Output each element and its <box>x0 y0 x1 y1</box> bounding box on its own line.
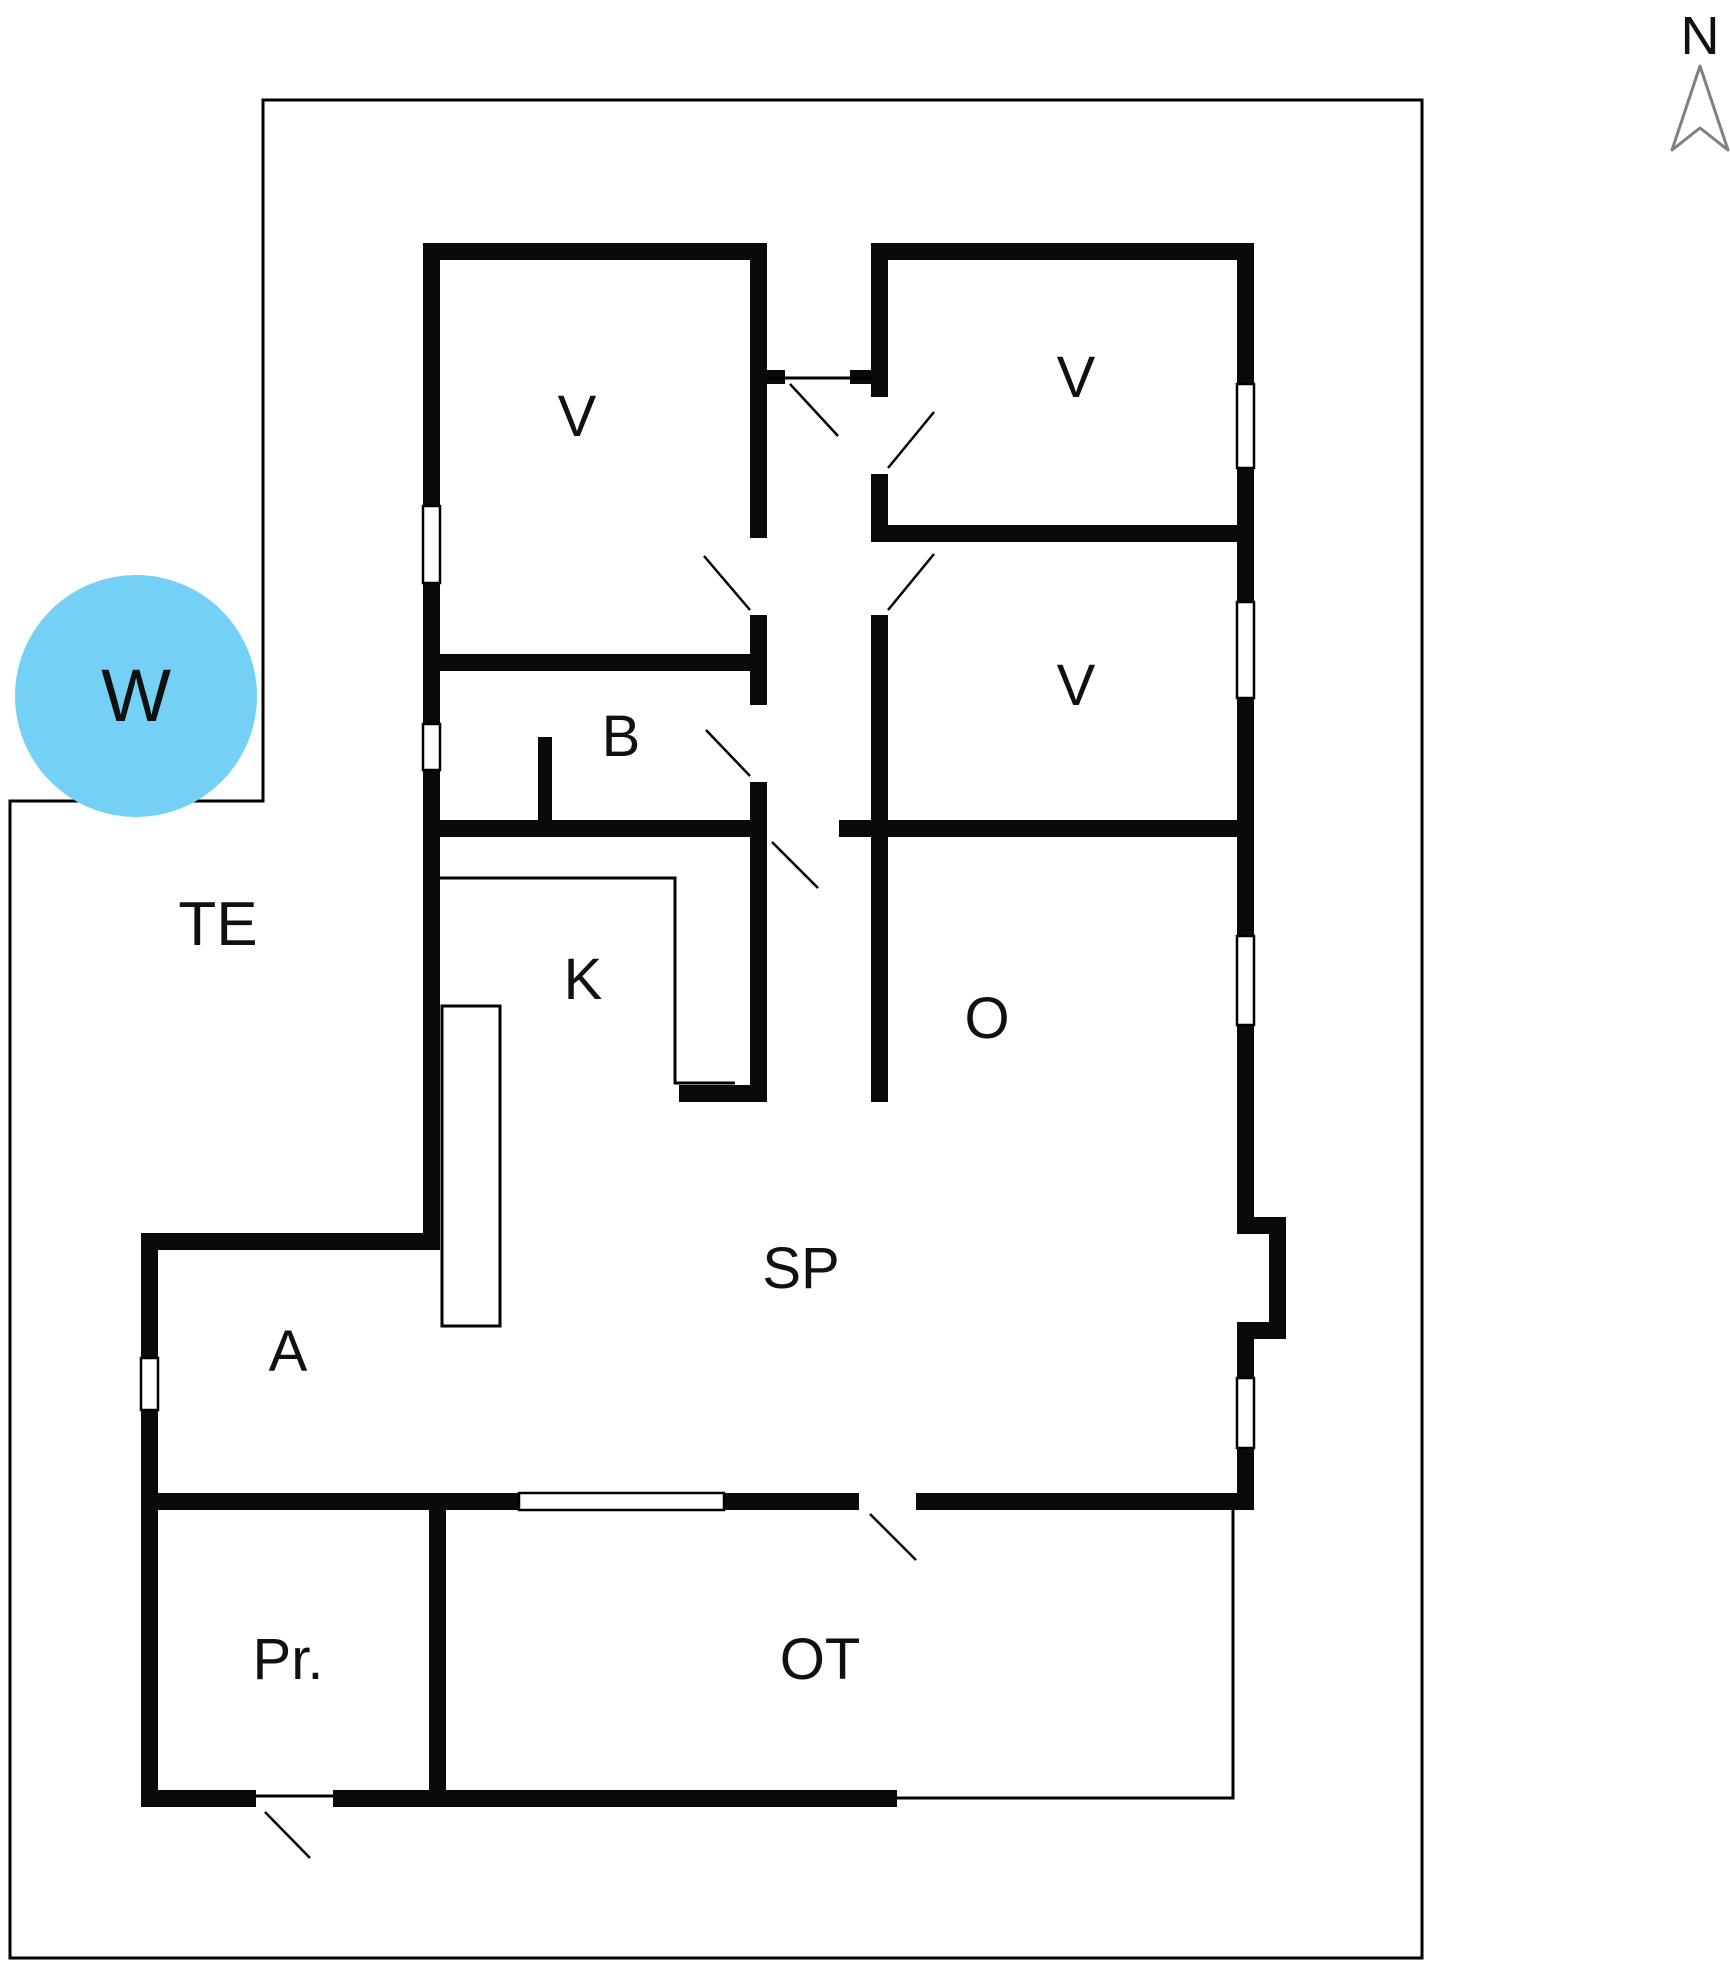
window <box>1235 934 1256 1027</box>
window <box>1235 1376 1256 1450</box>
wall <box>1237 1025 1254 1217</box>
wall <box>679 1085 767 1102</box>
north-arrow-icon <box>1670 64 1730 152</box>
wall <box>423 770 440 1250</box>
wall <box>750 243 767 538</box>
wall <box>871 525 1254 542</box>
wall <box>750 782 767 1102</box>
wall <box>724 1493 859 1510</box>
terrain-label: TE <box>178 890 258 959</box>
window <box>1235 382 1256 470</box>
wall <box>333 1790 897 1807</box>
wall <box>141 1233 158 1358</box>
wall <box>1269 1217 1286 1339</box>
wall <box>916 1493 1254 1510</box>
door-swings <box>264 383 935 1859</box>
room-label-a: A <box>268 1319 308 1384</box>
door-swing <box>887 411 935 469</box>
window <box>421 504 442 585</box>
plot-boundary <box>8 98 1424 1960</box>
room-label-k: K <box>563 947 603 1012</box>
kitchen-counter <box>440 876 735 1085</box>
wall <box>423 243 758 260</box>
wall <box>1237 1322 1286 1339</box>
stair-rect <box>440 1004 502 1328</box>
thin-lines <box>256 376 1235 1800</box>
wall <box>871 615 888 1102</box>
wall <box>871 243 1254 260</box>
window <box>139 1356 160 1412</box>
room-label-sp: SP <box>762 1236 840 1301</box>
wall <box>871 243 888 397</box>
compass-label: N <box>1680 6 1720 66</box>
wall <box>429 1493 446 1807</box>
wall <box>839 820 1254 837</box>
windows <box>139 382 1256 1512</box>
room-label-b: B <box>601 704 641 769</box>
wall <box>1237 698 1254 936</box>
window <box>421 722 442 772</box>
door-swing <box>264 1811 311 1859</box>
wall <box>1237 468 1254 602</box>
wall <box>1237 243 1254 384</box>
room-label-pr: Pr. <box>252 1627 324 1692</box>
wall <box>141 1493 519 1510</box>
door-swing <box>703 555 751 611</box>
wall <box>141 1790 256 1807</box>
wall <box>141 1410 158 1807</box>
window <box>1235 600 1256 700</box>
room-label-ot: OT <box>779 1627 861 1692</box>
door-swing <box>771 841 819 889</box>
door-swing <box>705 729 751 777</box>
wall <box>423 820 762 837</box>
room-label-v-1: V <box>557 384 597 449</box>
door-swing <box>887 553 935 611</box>
wall <box>141 1233 440 1250</box>
window <box>517 1491 726 1512</box>
room-label-v-2: V <box>1056 345 1096 410</box>
building-walls <box>141 243 1286 1807</box>
terrace-outline <box>897 1510 1235 1800</box>
wall <box>1237 1339 1254 1378</box>
wall <box>423 654 758 671</box>
room-label-o: O <box>964 986 1010 1051</box>
room-label-v-3: V <box>1056 653 1096 718</box>
wall <box>750 615 767 705</box>
wall <box>423 583 440 724</box>
door-swing <box>789 383 839 437</box>
door-swing <box>869 1513 917 1561</box>
wall <box>538 737 552 837</box>
water-circle <box>15 575 257 817</box>
water-label: W <box>101 654 171 737</box>
wall <box>423 243 440 506</box>
wall <box>871 474 888 538</box>
